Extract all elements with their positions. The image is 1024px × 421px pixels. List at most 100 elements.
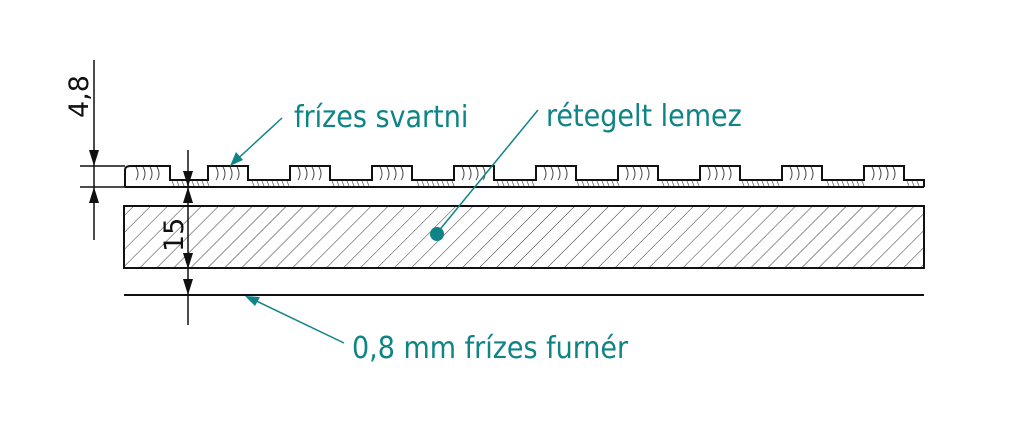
rib-grain-stroke — [810, 166, 814, 181]
leader-arrow-furner — [245, 296, 260, 306]
rib-grain-stroke — [142, 166, 146, 181]
rib-grain-stroke — [892, 166, 896, 181]
retegelt-lemez-board — [123, 205, 925, 269]
dim-15-arrow-down — [183, 171, 193, 187]
groove-grain-stroke — [581, 180, 585, 187]
groove-grain-stroke — [276, 180, 280, 187]
groove-grain-stroke — [201, 180, 205, 187]
groove-grain-stroke — [741, 180, 745, 187]
rib-grain-stroke — [550, 166, 554, 181]
rib-grain-stroke — [557, 166, 561, 181]
groove-grain-stroke — [336, 180, 340, 187]
rib-grain-stroke — [543, 166, 547, 181]
leader-line-frizes — [231, 117, 283, 165]
rib-grain-stroke — [714, 166, 718, 181]
rib-grain-stroke — [297, 166, 301, 181]
dim-text-15: 15 — [159, 218, 190, 252]
rib-grain-stroke — [789, 166, 793, 181]
groove-grain-stroke — [346, 180, 350, 187]
groove-grain-stroke — [511, 180, 515, 187]
groove-grain-stroke — [446, 180, 450, 187]
dim-text-4-8: 4,8 — [64, 75, 95, 118]
rib-grain-stroke — [215, 166, 219, 181]
groove-grain-stroke — [836, 180, 840, 187]
profile-outline — [124, 165, 925, 187]
groove-grain-stroke — [841, 180, 845, 187]
dim-15-arrow-bottom-down — [183, 253, 193, 269]
groove-grain-stroke — [281, 180, 285, 187]
groove-grain-stroke — [911, 180, 915, 187]
groove-grain-stroke — [826, 180, 830, 187]
groove-grain-stroke — [261, 180, 265, 187]
rib-grain-stroke — [229, 166, 233, 181]
groove-grain-stroke — [196, 180, 200, 187]
rib-grain-stroke — [803, 166, 807, 181]
groove-grain-stroke — [436, 180, 440, 187]
groove-grain-stroke — [431, 180, 435, 187]
rib-grain-stroke — [639, 166, 643, 181]
groove-grain-stroke — [421, 180, 425, 187]
groove-grain-stroke — [256, 180, 260, 187]
rib-grain-stroke — [135, 166, 139, 181]
groove-grain-stroke — [496, 180, 500, 187]
groove-grain-stroke — [776, 180, 780, 187]
groove-grain-stroke — [676, 180, 680, 187]
groove-grain-stroke — [696, 180, 700, 187]
rib-grain-stroke — [878, 166, 882, 181]
dimension-15: 15 — [159, 150, 193, 325]
groove-grain-stroke — [516, 180, 520, 187]
groove-grain-stroke — [606, 180, 610, 187]
groove-grain-stroke — [451, 180, 455, 187]
board-hatch — [124, 206, 924, 268]
rib-grain-stroke — [871, 166, 875, 181]
groove-grain-stroke — [526, 180, 530, 187]
groove-grain-stroke — [671, 180, 675, 187]
groove-grain-stroke — [181, 180, 185, 187]
rib-grain-stroke — [400, 166, 404, 181]
groove-grain-stroke — [831, 180, 835, 187]
rib-grain-stroke — [468, 166, 472, 181]
groove-grain-stroke — [691, 180, 695, 187]
groove-grain-stroke — [771, 180, 775, 187]
groove-grain-stroke — [351, 180, 355, 187]
leader-retegelt-lemez: rétegelt lemez — [430, 99, 742, 241]
groove-grain-stroke — [856, 180, 860, 187]
rib-grain-stroke — [475, 166, 479, 181]
rib-grain-stroke — [564, 166, 568, 181]
profile-ribs — [135, 166, 920, 187]
dim-15-arrow-up — [183, 187, 193, 203]
rib-grain-stroke — [721, 166, 725, 181]
rib-grain-stroke — [311, 166, 315, 181]
rib-grain-stroke — [318, 166, 322, 181]
rib-grain-stroke — [156, 166, 160, 181]
dim-15-arrow-bottom-up — [183, 279, 193, 295]
groove-grain-stroke — [591, 180, 595, 187]
groove-grain-stroke — [361, 180, 365, 187]
rib-grain-stroke — [728, 166, 732, 181]
dim-arrow-up — [89, 187, 99, 203]
groove-grain-stroke — [286, 180, 290, 187]
groove-grain-stroke — [366, 180, 370, 187]
groove-grain-stroke — [441, 180, 445, 187]
rib-grain-stroke — [632, 166, 636, 181]
groove-grain-stroke — [176, 180, 180, 187]
groove-grain-stroke — [616, 180, 620, 187]
groove-grain-stroke — [426, 180, 430, 187]
groove-grain-stroke — [251, 180, 255, 187]
leader-furner: 0,8 mm frízes furnér — [245, 296, 629, 366]
groove-grain-stroke — [171, 180, 175, 187]
groove-grain-stroke — [666, 180, 670, 187]
dim-arrow-down — [89, 150, 99, 166]
rib-grain-stroke — [461, 166, 465, 181]
groove-grain-stroke — [586, 180, 590, 187]
rib-grain-stroke — [236, 166, 240, 181]
groove-grain-stroke — [356, 180, 360, 187]
groove-grain-stroke — [191, 180, 195, 187]
dimension-4-8: 4,8 — [64, 60, 125, 240]
groove-grain-stroke — [501, 180, 505, 187]
rib-grain-stroke — [646, 166, 650, 181]
groove-grain-stroke — [686, 180, 690, 187]
rib-grain-stroke — [379, 166, 383, 181]
groove-grain-stroke — [681, 180, 685, 187]
groove-grain-stroke — [416, 180, 420, 187]
